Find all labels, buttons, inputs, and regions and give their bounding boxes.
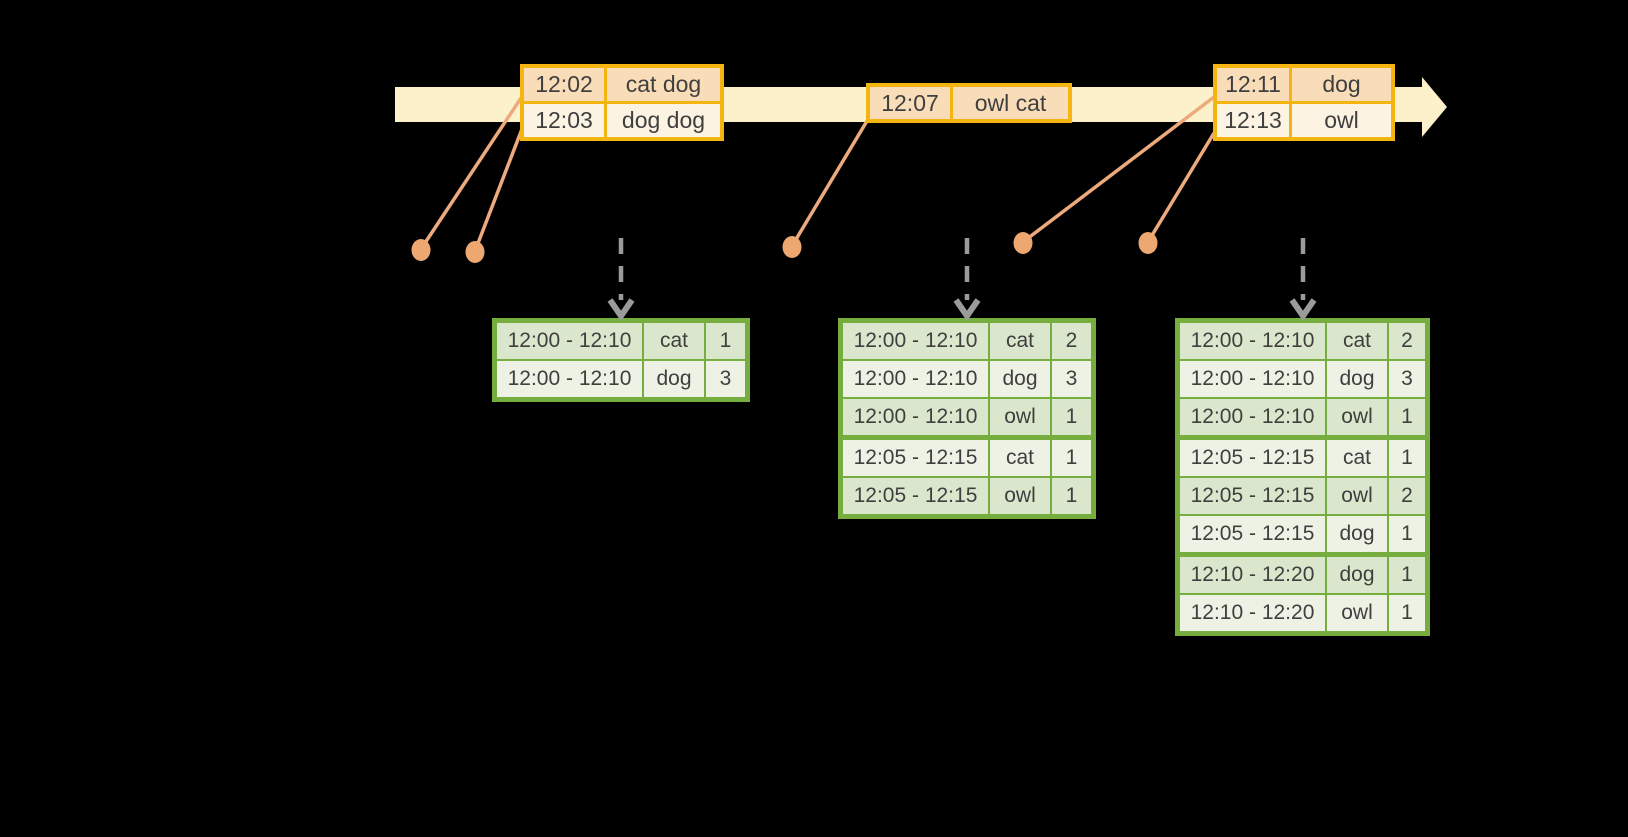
connector-line xyxy=(1021,95,1216,244)
result-row-word-cell: dog xyxy=(644,361,704,397)
result-row-word-cell: cat xyxy=(1327,440,1387,476)
result-row-word-cell: dog xyxy=(1327,557,1387,593)
result-row-window-cell: 12:00 - 12:10 xyxy=(843,361,988,397)
result-row-count-cell: 1 xyxy=(1389,516,1425,552)
result-row-count-cell: 3 xyxy=(706,361,745,397)
connector-line xyxy=(790,120,869,247)
result-row-word-cell: owl xyxy=(990,478,1050,514)
result-row-window-cell: 12:05 - 12:15 xyxy=(1180,516,1325,552)
result-row-count-cell: 1 xyxy=(1389,557,1425,593)
result-row-window-cell: 12:00 - 12:10 xyxy=(1180,361,1325,397)
result-row-count-cell: 3 xyxy=(1389,361,1425,397)
event-dot xyxy=(1138,232,1158,254)
result-row-count-cell: 2 xyxy=(1389,478,1425,514)
event-row-time-cell: 12:07 xyxy=(870,87,950,119)
result-row-count-cell: 1 xyxy=(1052,399,1091,435)
result-row-count-cell: 1 xyxy=(1389,440,1425,476)
event-dot xyxy=(1013,232,1033,254)
result-row-word-cell: dog xyxy=(1327,361,1387,397)
result-row-window-cell: 12:10 - 12:20 xyxy=(1180,557,1325,593)
result-row-word-cell: cat xyxy=(1327,323,1387,359)
connector-line xyxy=(473,128,524,252)
result-row-word-cell: cat xyxy=(644,323,704,359)
event-row-words-cell: owl cat xyxy=(953,87,1068,119)
event-dot xyxy=(782,236,802,258)
event-row-time-cell: 12:11 xyxy=(1217,68,1289,101)
result-row-window-cell: 12:00 - 12:10 xyxy=(1180,399,1325,435)
result-row-count-cell: 1 xyxy=(1389,595,1425,631)
result-row-count-cell: 1 xyxy=(1389,399,1425,435)
result-row-count-cell: 1 xyxy=(1052,478,1091,514)
result-row-word-cell: cat xyxy=(990,440,1050,476)
connector-line xyxy=(1146,132,1216,243)
result-row-window-cell: 12:00 - 12:10 xyxy=(843,323,988,359)
event-row-time-cell: 12:02 xyxy=(524,68,604,101)
event-row-words-cell: dog dog xyxy=(607,104,720,137)
event-row-words-cell: cat dog xyxy=(607,68,720,101)
result-row-window-cell: 12:00 - 12:10 xyxy=(843,399,988,435)
event-row-words-cell: owl xyxy=(1292,104,1391,137)
result-row-word-cell: cat xyxy=(990,323,1050,359)
result-row-count-cell: 1 xyxy=(1052,440,1091,476)
connector-lines xyxy=(419,95,1216,252)
result-row-word-cell: owl xyxy=(1327,478,1387,514)
result-row-window-cell: 12:00 - 12:10 xyxy=(497,323,642,359)
result-row-count-cell: 3 xyxy=(1052,361,1091,397)
event-dot xyxy=(465,241,485,263)
result-row-window-cell: 12:00 - 12:10 xyxy=(1180,323,1325,359)
result-row-window-cell: 12:00 - 12:10 xyxy=(497,361,642,397)
result-row-window-cell: 12:05 - 12:15 xyxy=(1180,478,1325,514)
event-dot xyxy=(411,239,431,261)
result-row-count-cell: 1 xyxy=(706,323,745,359)
result-row-word-cell: owl xyxy=(990,399,1050,435)
connector-line xyxy=(419,97,523,250)
result-row-window-cell: 12:05 - 12:15 xyxy=(843,478,988,514)
result-row-window-cell: 12:05 - 12:15 xyxy=(1180,440,1325,476)
result-row-window-cell: 12:10 - 12:20 xyxy=(1180,595,1325,631)
result-row-word-cell: dog xyxy=(990,361,1050,397)
result-row-word-cell: owl xyxy=(1327,399,1387,435)
result-row-count-cell: 2 xyxy=(1052,323,1091,359)
event-row-time-cell: 12:03 xyxy=(524,104,604,137)
result-row-word-cell: dog xyxy=(1327,516,1387,552)
event-row-words-cell: dog xyxy=(1292,68,1391,101)
event-dots xyxy=(411,232,1158,263)
event-row-time-cell: 12:13 xyxy=(1217,104,1289,137)
result-row-count-cell: 2 xyxy=(1389,323,1425,359)
result-row-word-cell: owl xyxy=(1327,595,1387,631)
result-row-window-cell: 12:05 - 12:15 xyxy=(843,440,988,476)
